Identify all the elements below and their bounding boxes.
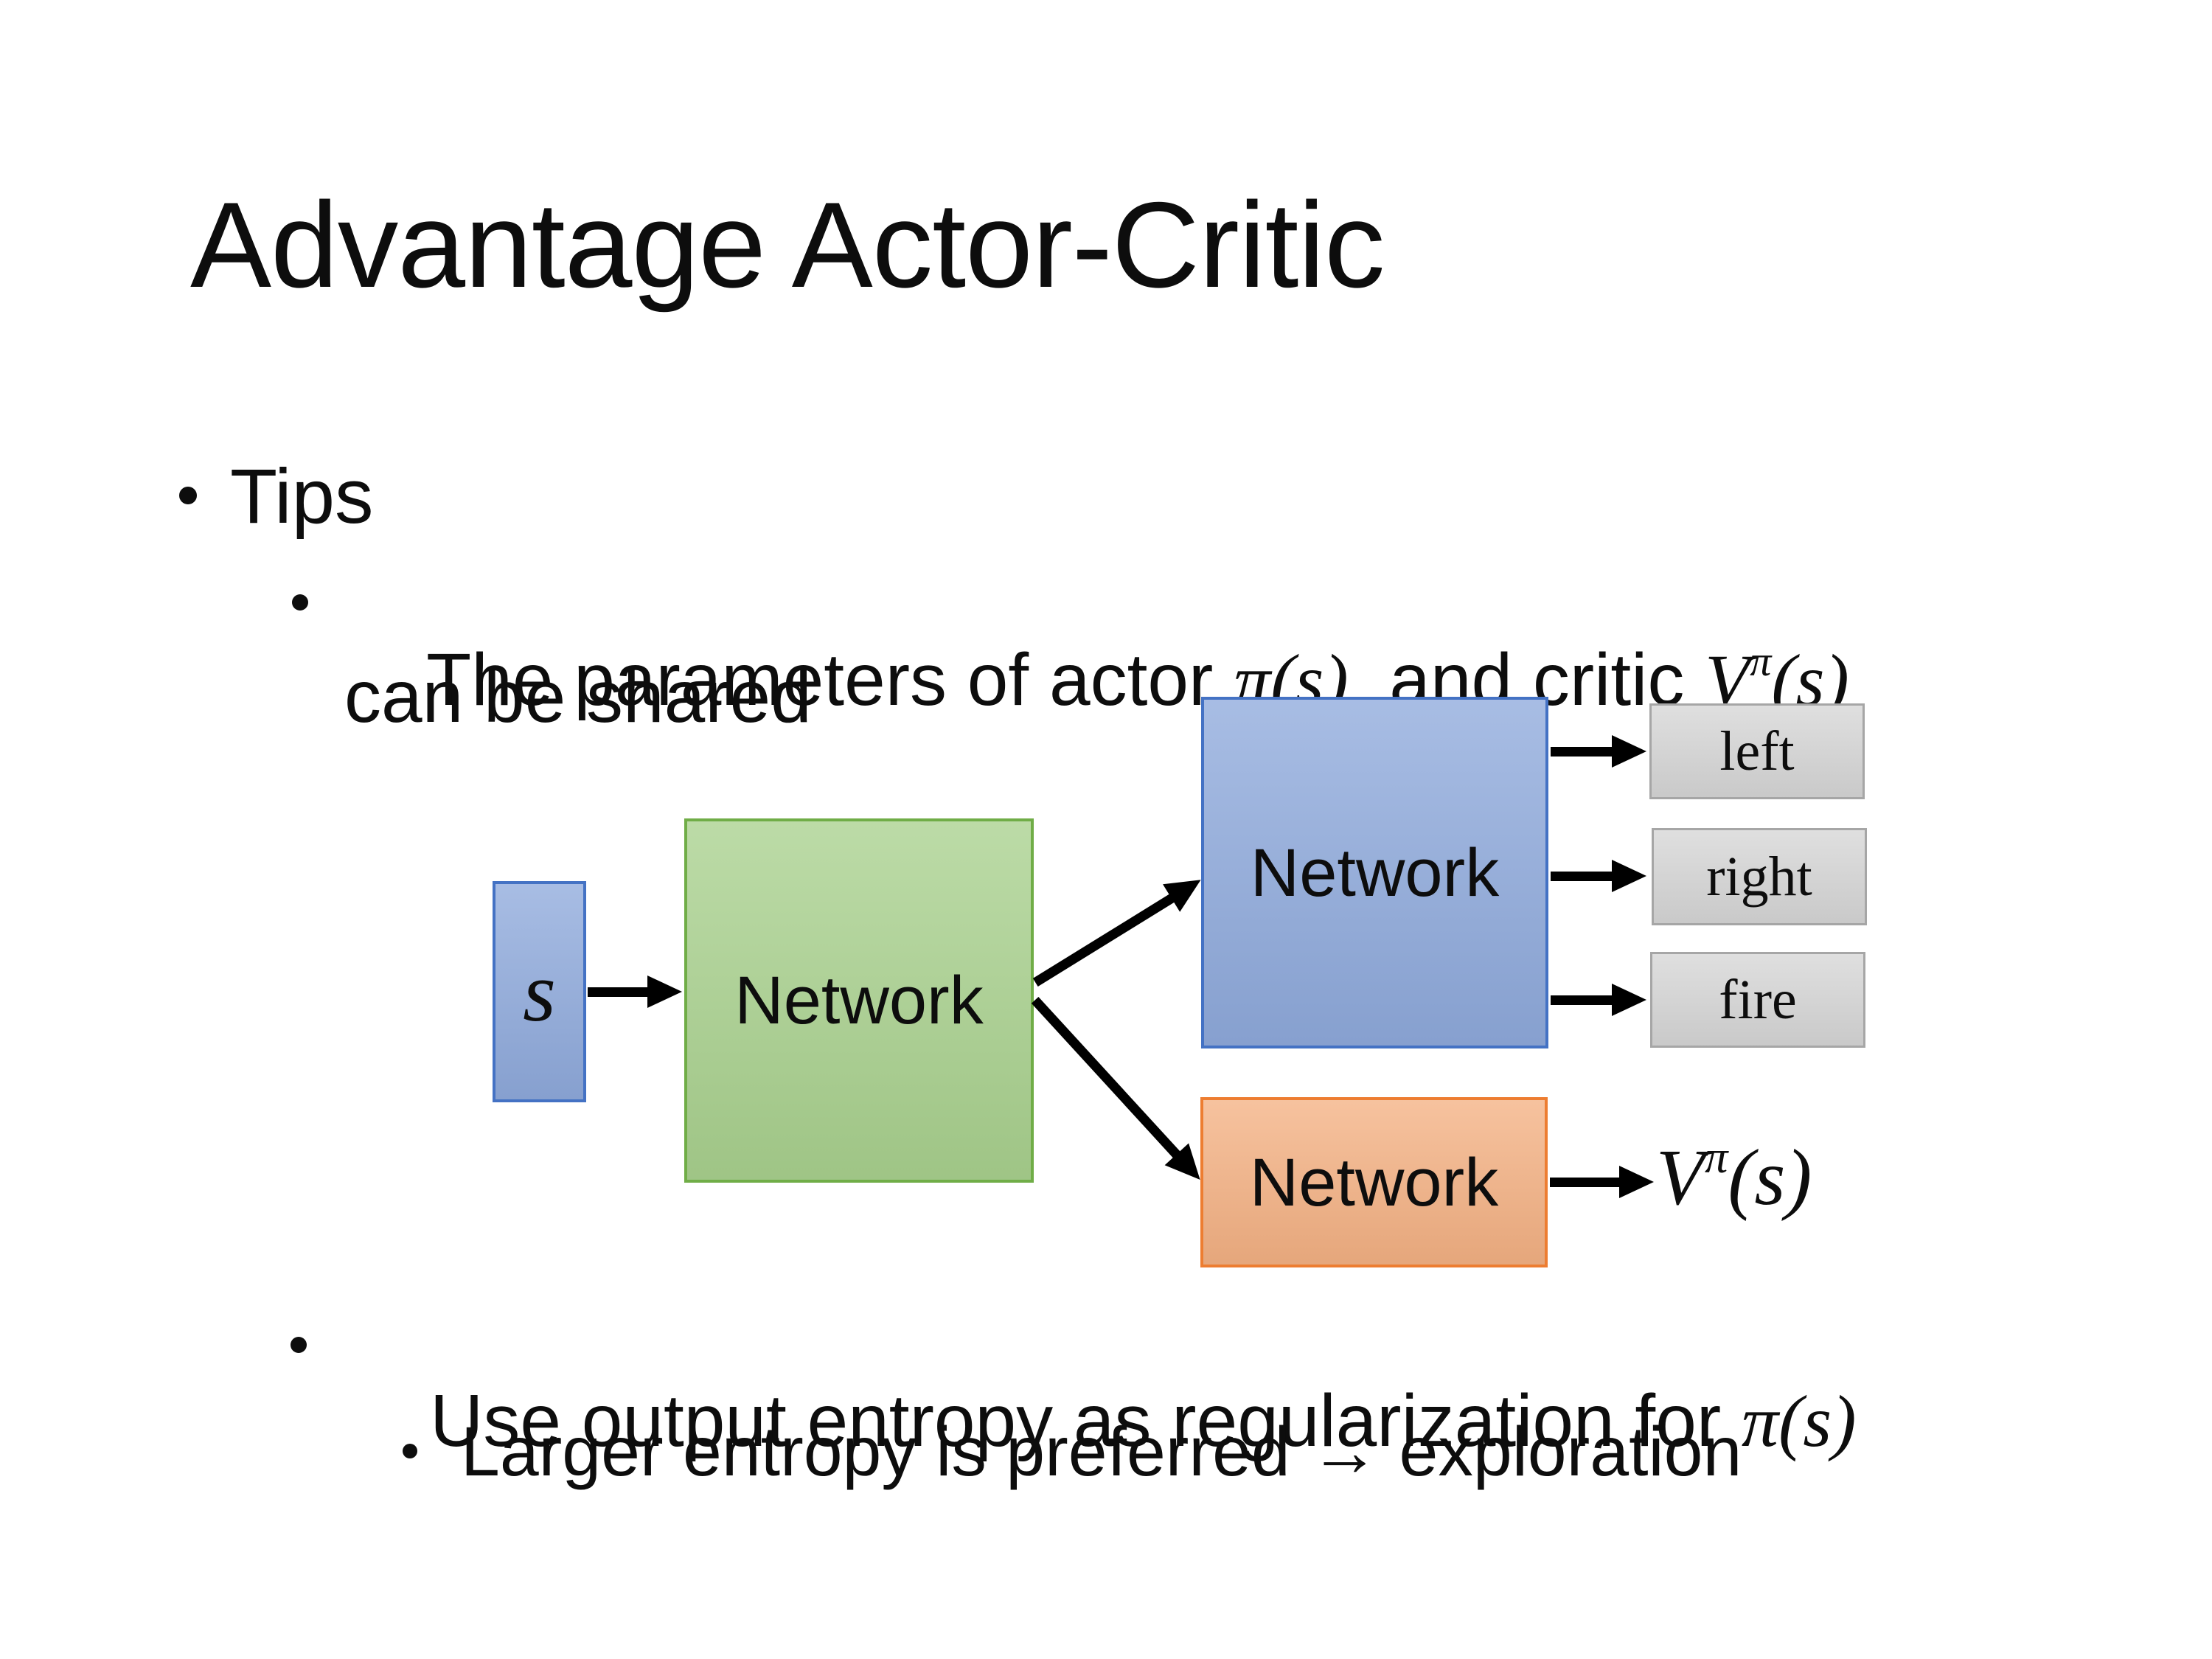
- arrow-head: [1612, 984, 1646, 1016]
- arrow-shared-to-critic: [1023, 989, 1212, 1191]
- arrow-shaft: [588, 987, 650, 997]
- action-fire-box: fire: [1650, 952, 1865, 1048]
- shared-network-box: Network: [684, 818, 1034, 1183]
- bullet-shared-params-line2: can be shared: [344, 655, 812, 738]
- arrow-shaft: [1032, 996, 1182, 1159]
- arrow-head: [647, 975, 682, 1008]
- state-label: s: [523, 945, 556, 1039]
- arrow-head: [1619, 1166, 1654, 1198]
- arrow-shaft: [1551, 871, 1614, 881]
- action-fire-label: fire: [1719, 969, 1797, 1031]
- math-v-base: V: [1705, 639, 1750, 721]
- bullet-tips: Tips: [230, 453, 374, 540]
- bullet-dot: [292, 594, 308, 611]
- bullet-dot: [403, 1444, 417, 1458]
- arrow-shaft: [1551, 995, 1614, 1005]
- pi-superscript: π: [1704, 1130, 1728, 1183]
- shared-network-label: Network: [734, 963, 984, 1038]
- math-v-base: V: [1656, 1134, 1705, 1222]
- arrow-shared-to-actor: [1026, 866, 1210, 996]
- arrow-head: [1164, 1143, 1212, 1191]
- bullet-dot: [179, 487, 197, 504]
- math-pi-s: π(s): [1741, 1380, 1857, 1462]
- page-title: Advantage Actor-Critic: [190, 177, 1385, 313]
- critic-network-label: Network: [1249, 1144, 1499, 1220]
- arrow-state-to-shared: [588, 975, 682, 1008]
- arrow-actor-to-right: [1551, 860, 1646, 892]
- state-box: s: [493, 881, 586, 1102]
- action-right-box: right: [1652, 828, 1867, 925]
- critic-network-box: Network: [1200, 1097, 1548, 1267]
- arrow-critic-to-value: [1550, 1166, 1654, 1198]
- arrow-shaft: [1032, 892, 1176, 987]
- arrow-actor-to-fire: [1551, 984, 1646, 1016]
- arrow-head: [1612, 860, 1646, 892]
- bullet-dot: [291, 1337, 307, 1353]
- arrow-head: [1163, 866, 1210, 912]
- action-right-label: right: [1706, 846, 1812, 908]
- bullet-text: The parameters of actor: [426, 639, 1234, 721]
- bullet-entropy-regularization: Use output entropy as regularization for…: [348, 1310, 1857, 1532]
- math-pi-s: π(s): [1234, 639, 1349, 721]
- math-v-arg: (s): [1771, 639, 1849, 721]
- math-v-arg: (s): [1728, 1134, 1812, 1222]
- bullet-text: and critic: [1348, 639, 1705, 721]
- math-v-pi-s: Vπ(s): [1705, 639, 1849, 721]
- value-output-label: Vπ(s): [1656, 1133, 1812, 1218]
- arrow-shaft: [1550, 1177, 1621, 1187]
- actor-network-label: Network: [1250, 835, 1500, 911]
- pi-superscript: π: [1750, 636, 1772, 685]
- bullet-text: Use output entropy as regularization for: [430, 1380, 1742, 1462]
- bullet-larger-entropy: Larger entropy is preferred → exploratio…: [461, 1413, 1742, 1491]
